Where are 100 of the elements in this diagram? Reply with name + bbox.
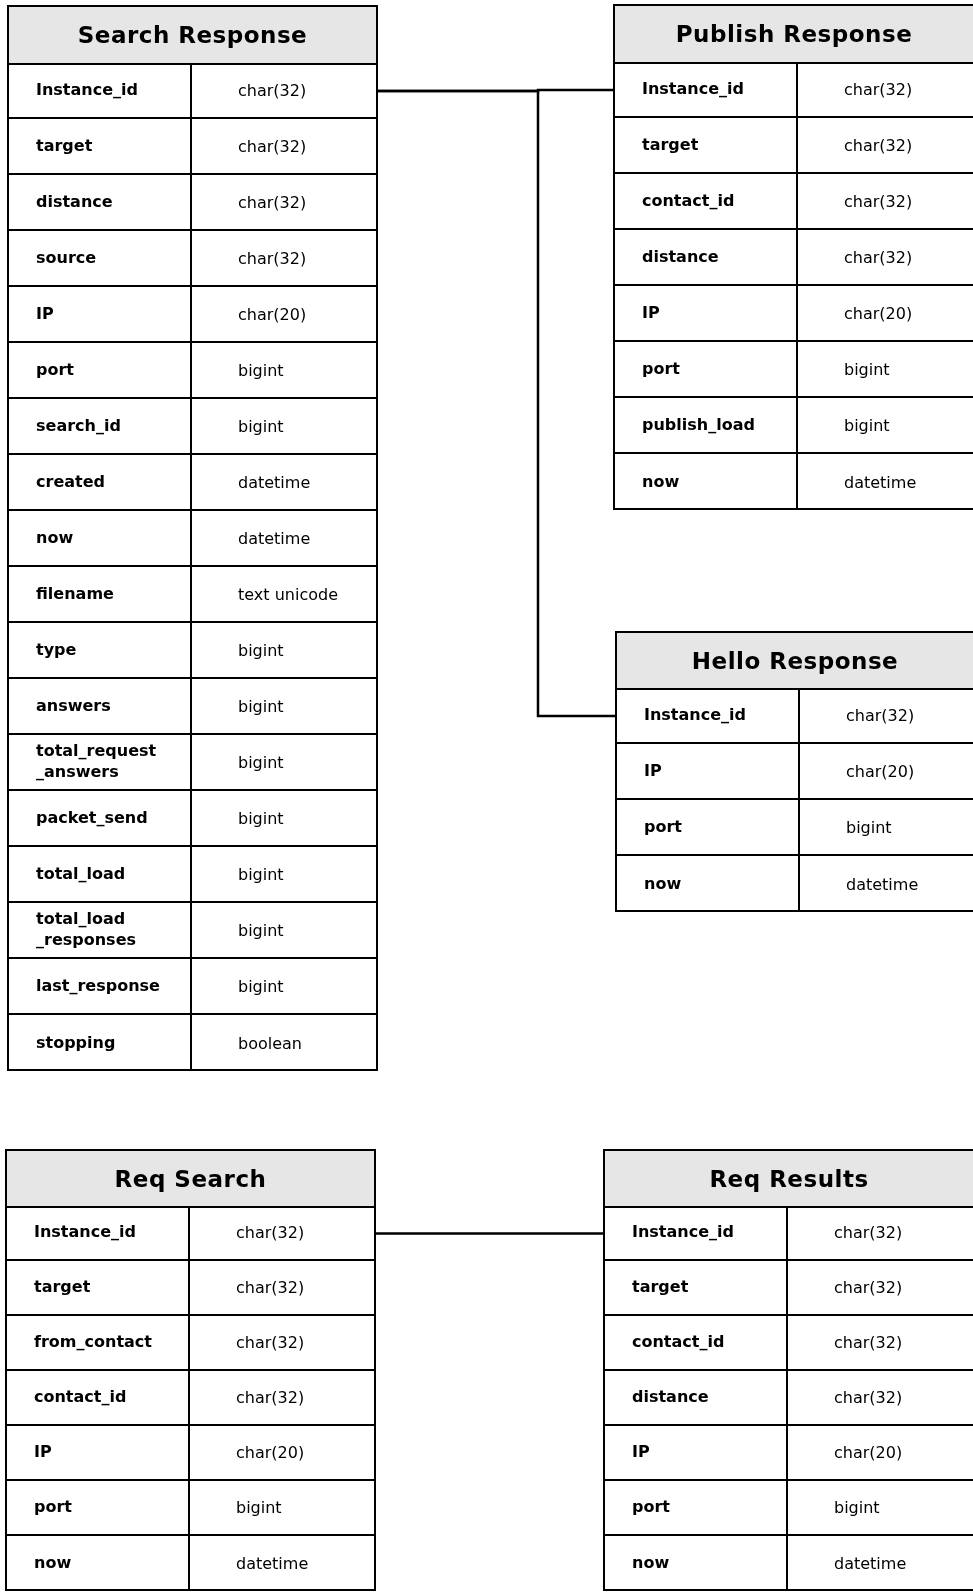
table-row [617, 688, 973, 744]
field-type: boolean [238, 1033, 302, 1053]
field-type: char(32) [236, 1223, 305, 1242]
field-name: now [36, 527, 74, 549]
field-name: total_load _responses [36, 909, 137, 951]
field-type: char(20) [236, 1443, 305, 1462]
field-name: distance [632, 1387, 709, 1408]
field-type: char(20) [238, 304, 307, 324]
field-type: bigint [238, 360, 284, 380]
table-box [7, 5, 378, 1071]
table-title: Hello Response [617, 633, 973, 690]
field-type: char(32) [834, 1223, 903, 1242]
field-name: Instance_id [632, 1222, 734, 1243]
table-row [9, 735, 376, 791]
field-type: bigint [834, 1498, 880, 1517]
table-row [9, 455, 376, 511]
table-row [9, 903, 376, 959]
field-type: datetime [846, 874, 919, 894]
field-type: char(32) [844, 247, 913, 267]
field-type: char(20) [844, 303, 913, 323]
field-type: char(32) [844, 135, 913, 155]
table-row [7, 1371, 374, 1426]
table-box [613, 4, 973, 510]
field-name: Instance_id [36, 79, 138, 101]
table-row [7, 1316, 374, 1371]
field-name: total_load [36, 863, 126, 885]
field-name: target [642, 134, 699, 156]
field-name: stopping [36, 1032, 116, 1054]
table-row [9, 791, 376, 847]
field-name: Instance_id [644, 704, 746, 726]
field-type: char(32) [844, 79, 913, 99]
field-name: IP [642, 302, 660, 324]
table-row [9, 343, 376, 399]
field-type: text unicode [238, 584, 338, 604]
table-row [9, 175, 376, 231]
field-type: char(32) [238, 136, 307, 156]
field-type: char(32) [238, 248, 307, 268]
field-name: filename [36, 583, 114, 605]
table-row [615, 342, 973, 398]
field-name: IP [36, 303, 54, 325]
field-name: port [632, 1497, 670, 1518]
table-box [615, 631, 973, 912]
table-row [605, 1206, 973, 1261]
table-box [603, 1149, 973, 1591]
field-name: now [632, 1553, 670, 1574]
field-type: char(32) [236, 1333, 305, 1352]
connector-line [375, 1232, 604, 1235]
field-type: char(32) [834, 1333, 903, 1352]
field-type: bigint [238, 640, 284, 660]
field-name: distance [36, 191, 113, 213]
field-type: bigint [844, 359, 890, 379]
table-row [605, 1261, 973, 1316]
field-name: search_id [36, 415, 121, 437]
field-type: datetime [236, 1554, 309, 1573]
field-name: packet_send [36, 807, 148, 829]
field-name: now [642, 471, 680, 493]
field-type: bigint [846, 817, 892, 837]
field-type: bigint [238, 976, 284, 996]
field-name: port [36, 359, 74, 381]
table-row [605, 1426, 973, 1481]
field-name: publish_load [642, 414, 755, 436]
field-name: last_response [36, 975, 160, 997]
table-row [9, 63, 376, 119]
table-title: Publish Response [615, 6, 973, 64]
field-type: char(20) [846, 761, 915, 781]
table-row [7, 1206, 374, 1261]
table-box [5, 1149, 376, 1591]
table-row [9, 399, 376, 455]
field-type: bigint [844, 415, 890, 435]
field-type: char(32) [846, 705, 915, 725]
field-name: target [632, 1277, 689, 1298]
table-row [9, 567, 376, 623]
table-row [7, 1481, 374, 1536]
table-row [605, 1316, 973, 1371]
table-row [9, 623, 376, 679]
field-name: Instance_id [34, 1222, 136, 1243]
table-row [9, 287, 376, 343]
field-type: bigint [238, 416, 284, 436]
field-type: char(32) [236, 1278, 305, 1297]
field-name: IP [34, 1442, 52, 1463]
field-name: created [36, 471, 105, 493]
table-row [615, 62, 973, 118]
field-type: bigint [238, 920, 284, 940]
field-type: bigint [238, 808, 284, 828]
field-name: target [34, 1277, 91, 1298]
field-type: char(20) [834, 1443, 903, 1462]
field-name: contact_id [34, 1387, 127, 1408]
table-row [9, 847, 376, 903]
table-row [7, 1426, 374, 1481]
field-type: char(32) [238, 192, 307, 212]
table-row [615, 230, 973, 286]
field-type: bigint [238, 696, 284, 716]
field-type: char(32) [238, 80, 307, 100]
field-name: type [36, 639, 77, 661]
table-row [7, 1261, 374, 1316]
field-name: port [644, 816, 682, 838]
field-type: bigint [238, 752, 284, 772]
table-row [9, 959, 376, 1015]
field-name: contact_id [642, 190, 735, 212]
field-type: datetime [238, 472, 311, 492]
